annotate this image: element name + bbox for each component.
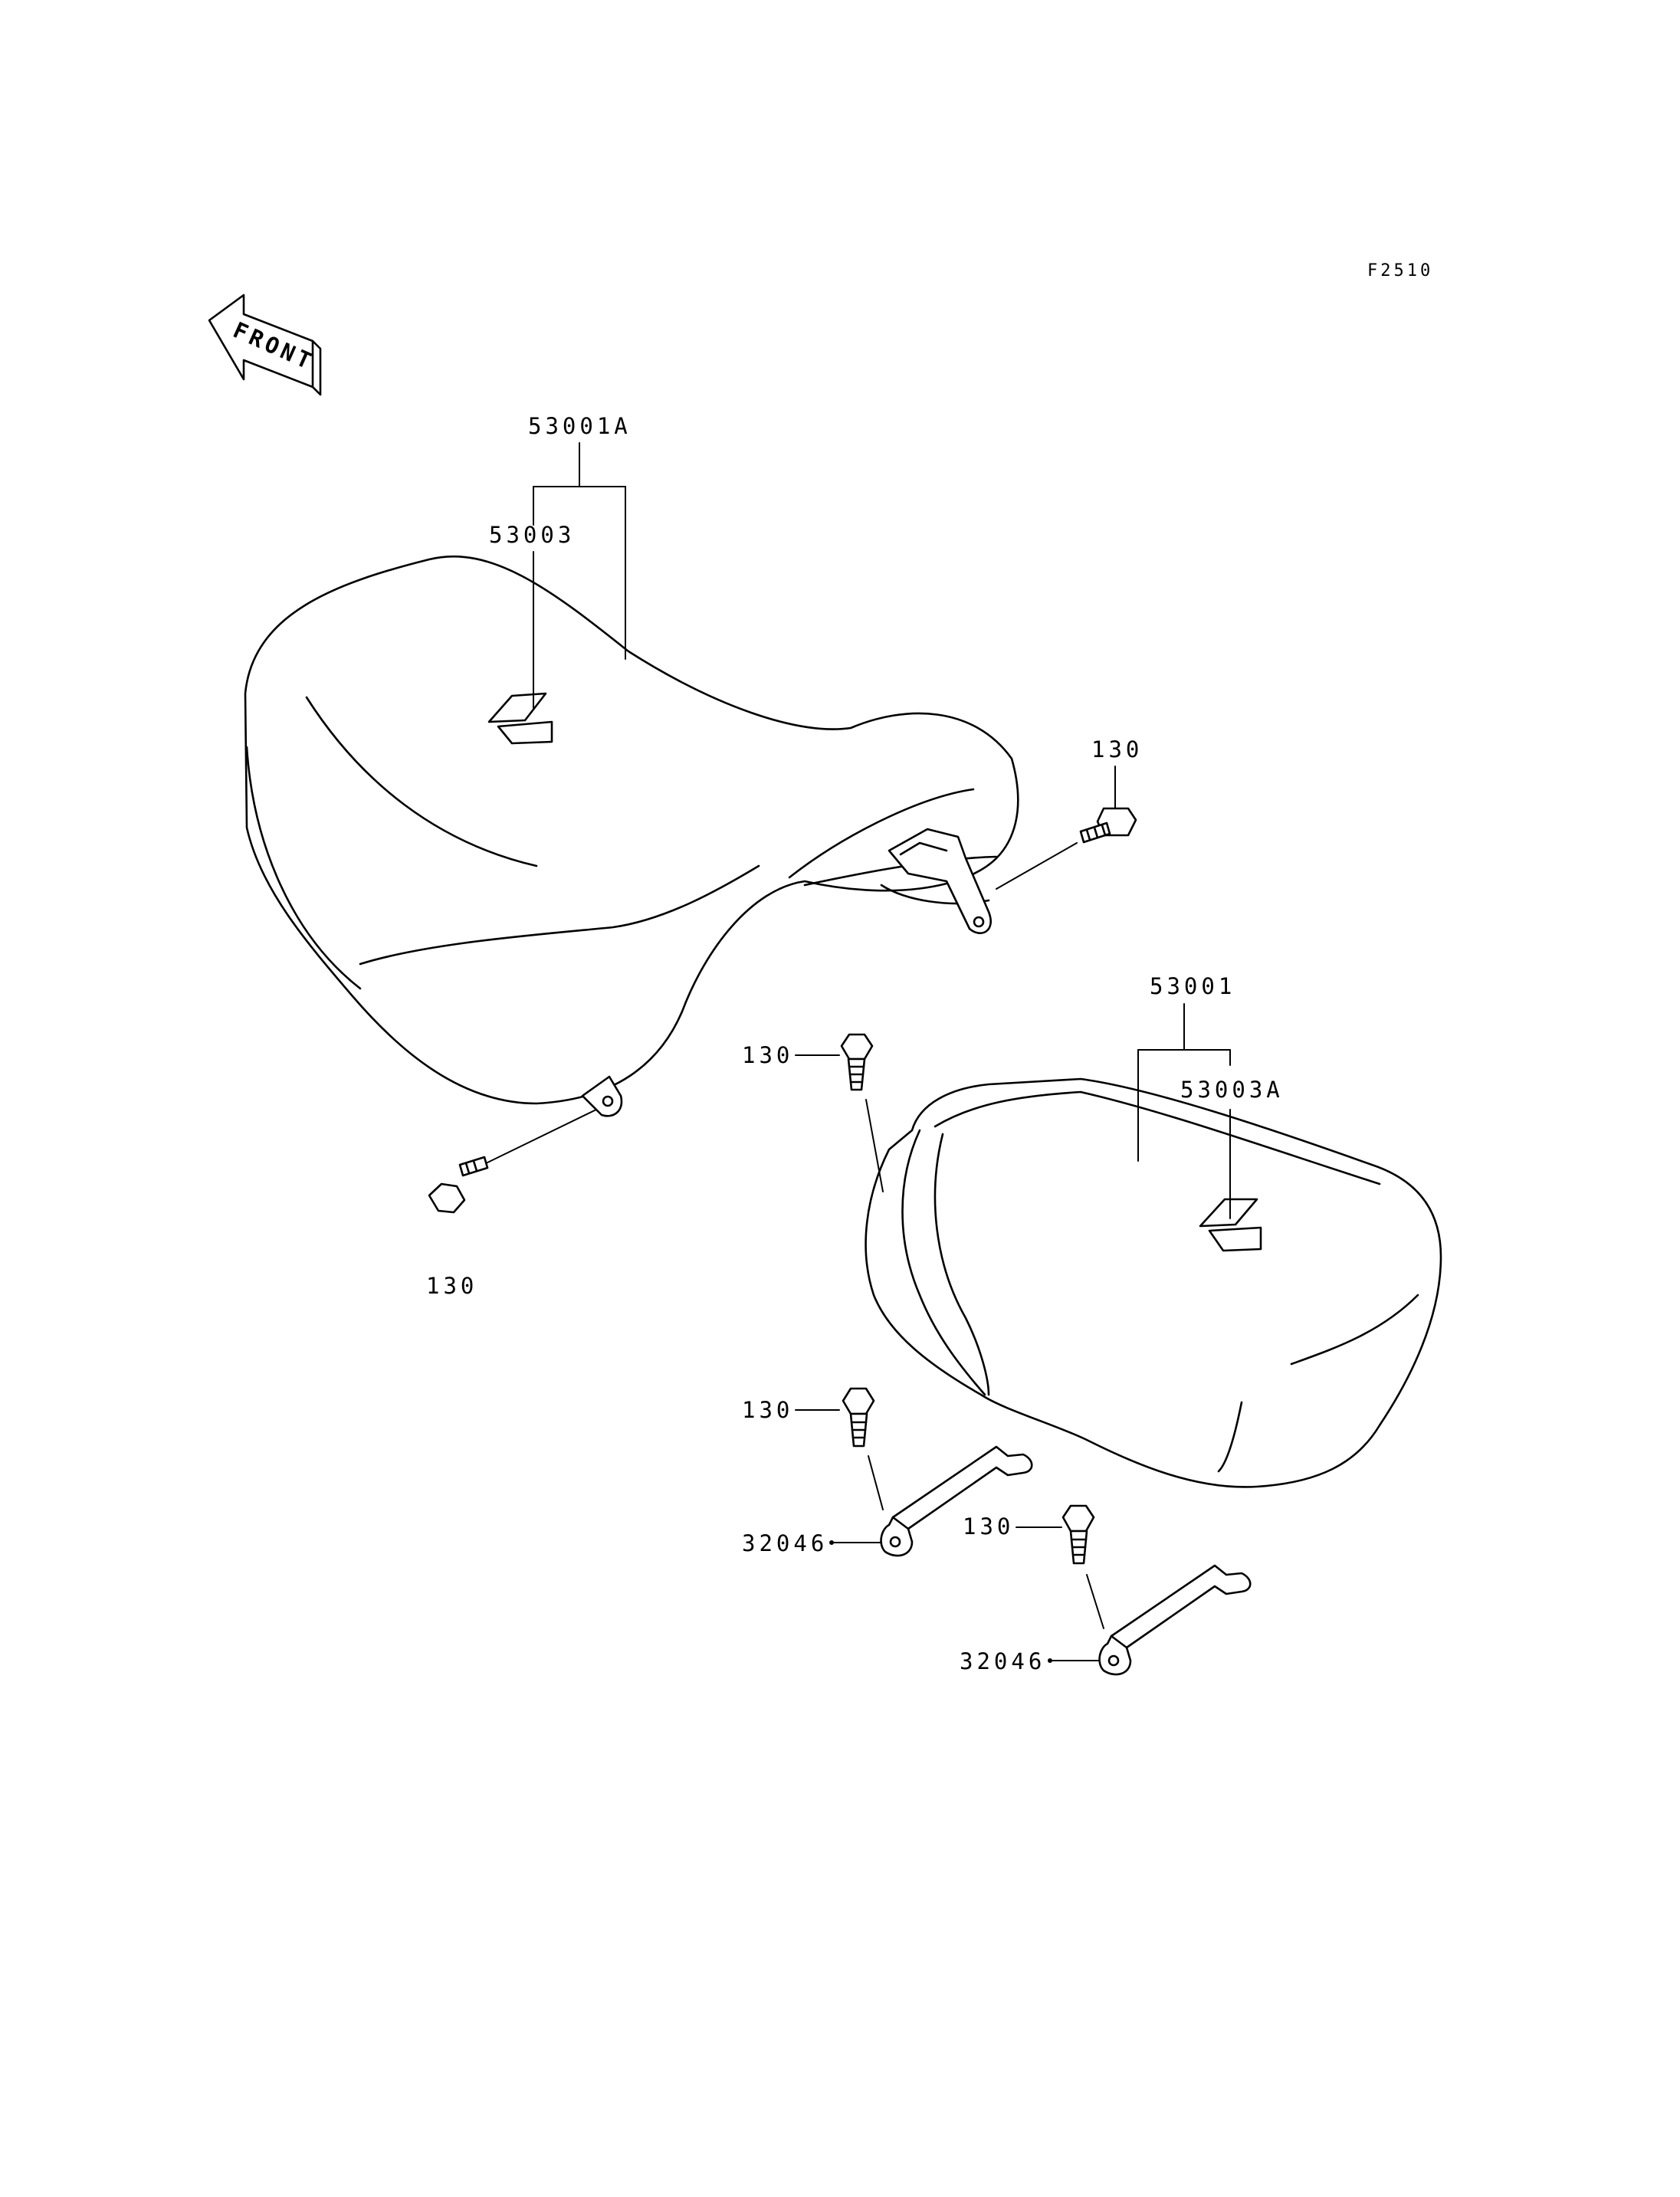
label-bolt-rear-top: 130 [742, 1042, 793, 1068]
rider-seat [244, 555, 1019, 1117]
figure-code: F2510 [1367, 261, 1433, 280]
pillion-seat [865, 1077, 1442, 1488]
bolt-icon: 130 [742, 1033, 884, 1192]
front-arrow-icon: FRONT [208, 293, 322, 396]
label-bracket-left: 32046 [742, 1530, 828, 1556]
label-bolt-front-left: 130 [426, 1273, 477, 1299]
label-rider-seat-assy: 53001A [528, 413, 632, 439]
bracket-icon: 32046 [742, 1445, 1033, 1557]
pillion-seat-leader: 53001 53003A [1137, 973, 1284, 1219]
label-rider-seat-cover: 53003 [489, 522, 575, 548]
label-pillion-seat-cover: 53003A [1180, 1077, 1284, 1103]
label-pillion-seat-assy: 53001 [1150, 973, 1235, 999]
bolt-icon: 130 [963, 1504, 1104, 1629]
bolt-icon: 130 [426, 1109, 597, 1299]
rider-seat-leader: 53001A 53003 [489, 413, 632, 710]
label-bolt-rear-mid: 130 [742, 1397, 793, 1423]
label-bolt-rear-right: 130 [963, 1513, 1014, 1540]
bolt-icon: 130 [742, 1387, 884, 1510]
bolt-icon: 130 [996, 736, 1143, 890]
bracket-icon: 32046 [960, 1564, 1252, 1676]
label-bracket-right: 32046 [960, 1648, 1045, 1674]
label-bolt-front-right: 130 [1091, 736, 1143, 762]
